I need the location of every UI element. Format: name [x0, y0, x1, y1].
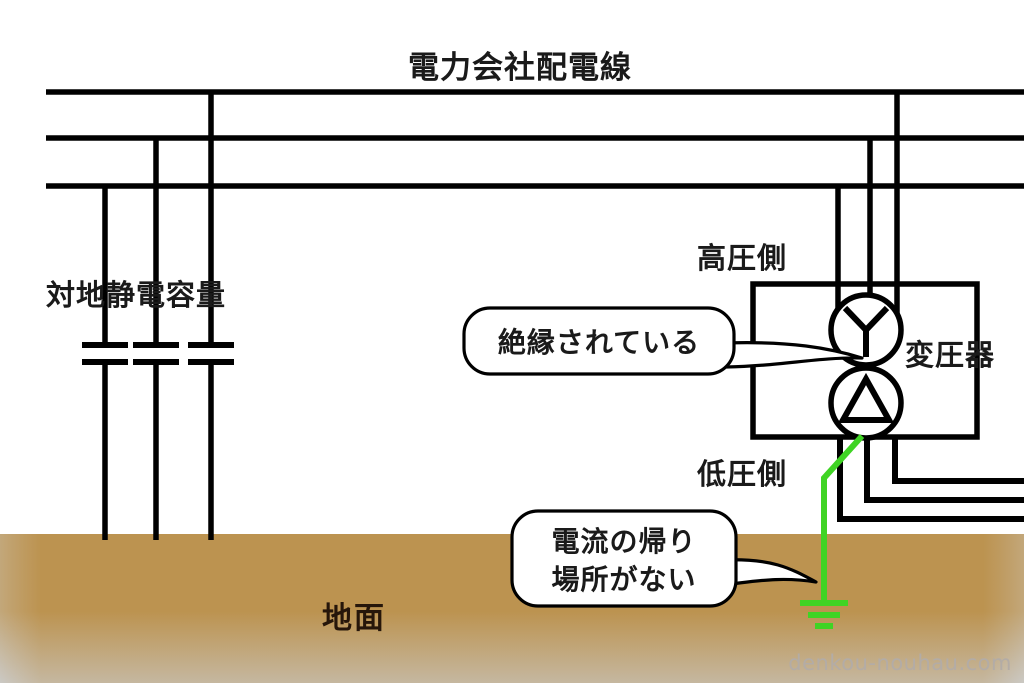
low-voltage-feeders: [837, 437, 1024, 522]
callout-insulated: 絶縁されている: [462, 306, 864, 376]
transformer-symbols: [828, 292, 904, 441]
distribution-lines: [46, 89, 1024, 189]
lv-feeder-2: [864, 437, 1024, 503]
diagram-title: 電力会社配電線: [408, 50, 632, 86]
lv-feeder-3: [892, 437, 1024, 484]
callout-insulated-body: [462, 306, 736, 376]
site-watermark: denkou-nouhau.com: [788, 651, 1012, 675]
callout-no-return-tail: [720, 558, 818, 587]
earth-conductor: [821, 433, 865, 603]
earth-grounding: [800, 433, 865, 629]
capacitance-branch-lines: [102, 92, 214, 540]
callout-insulated-tail: [724, 341, 864, 369]
high-voltage-side-label: 高圧側: [697, 241, 787, 275]
callout-no-return-body: [510, 509, 738, 608]
callout-no-return-line1: 電流の帰り: [551, 525, 696, 558]
ground-label: 地面: [322, 601, 386, 636]
wye-symbol-icon: [842, 305, 890, 357]
capacitance-label: 対地静電容量: [46, 278, 226, 312]
ground-capacitors: [82, 342, 234, 365]
low-voltage-side-label: 低圧側: [696, 457, 787, 491]
callout-no-return-line2: 場所がない: [551, 563, 696, 596]
callout-insulated-label: 絶縁されている: [498, 326, 700, 359]
callout-no-return-path: 電流の帰り 場所がない: [510, 509, 818, 608]
delta-symbol-icon: [837, 372, 895, 423]
transformer-label: 変圧器: [905, 338, 995, 372]
